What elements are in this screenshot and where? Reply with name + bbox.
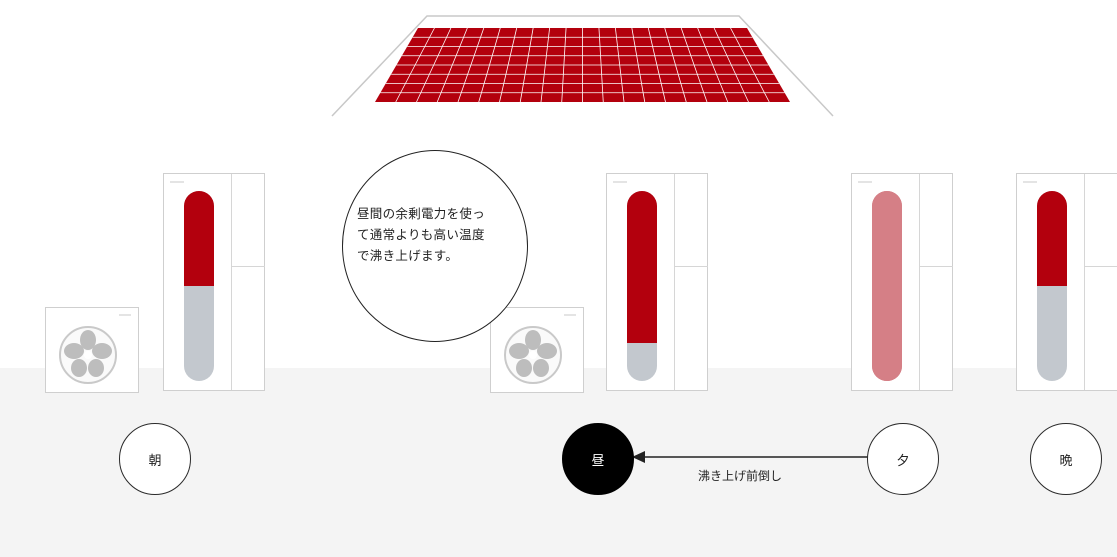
explanation-bubble: 昼間の余剰電力を使っ て通常よりも高い温度 で沸き上げます。 [342,150,528,342]
time-node-noon: 昼 [562,423,634,495]
time-node-evening: 夕 [867,423,939,495]
water-heater-tank-morning [163,173,265,391]
fan-icon [59,326,117,384]
arrow-left-icon [632,451,868,463]
explanation-text: 昼間の余剰電力を使っ て通常よりも高い温度 で沸き上げます。 [357,206,486,263]
time-node-night: 晩 [1030,423,1102,495]
heat-pump-unit-morning [45,307,139,393]
fan-icon [504,326,562,384]
water-level-gauge [872,191,902,381]
solar-panel-icon [331,15,834,117]
time-node-morning: 朝 [119,423,191,495]
water-heater-tank-night [1016,173,1117,391]
water-level-gauge [184,191,214,381]
water-heater-tank-noon [606,173,708,391]
water-level-gauge [627,191,657,381]
water-heater-tank-evening [851,173,953,391]
heat-pump-unit-noon [490,307,584,393]
water-level-gauge [1037,191,1067,381]
arrow-label: 沸き上げ前倒し [698,469,783,483]
